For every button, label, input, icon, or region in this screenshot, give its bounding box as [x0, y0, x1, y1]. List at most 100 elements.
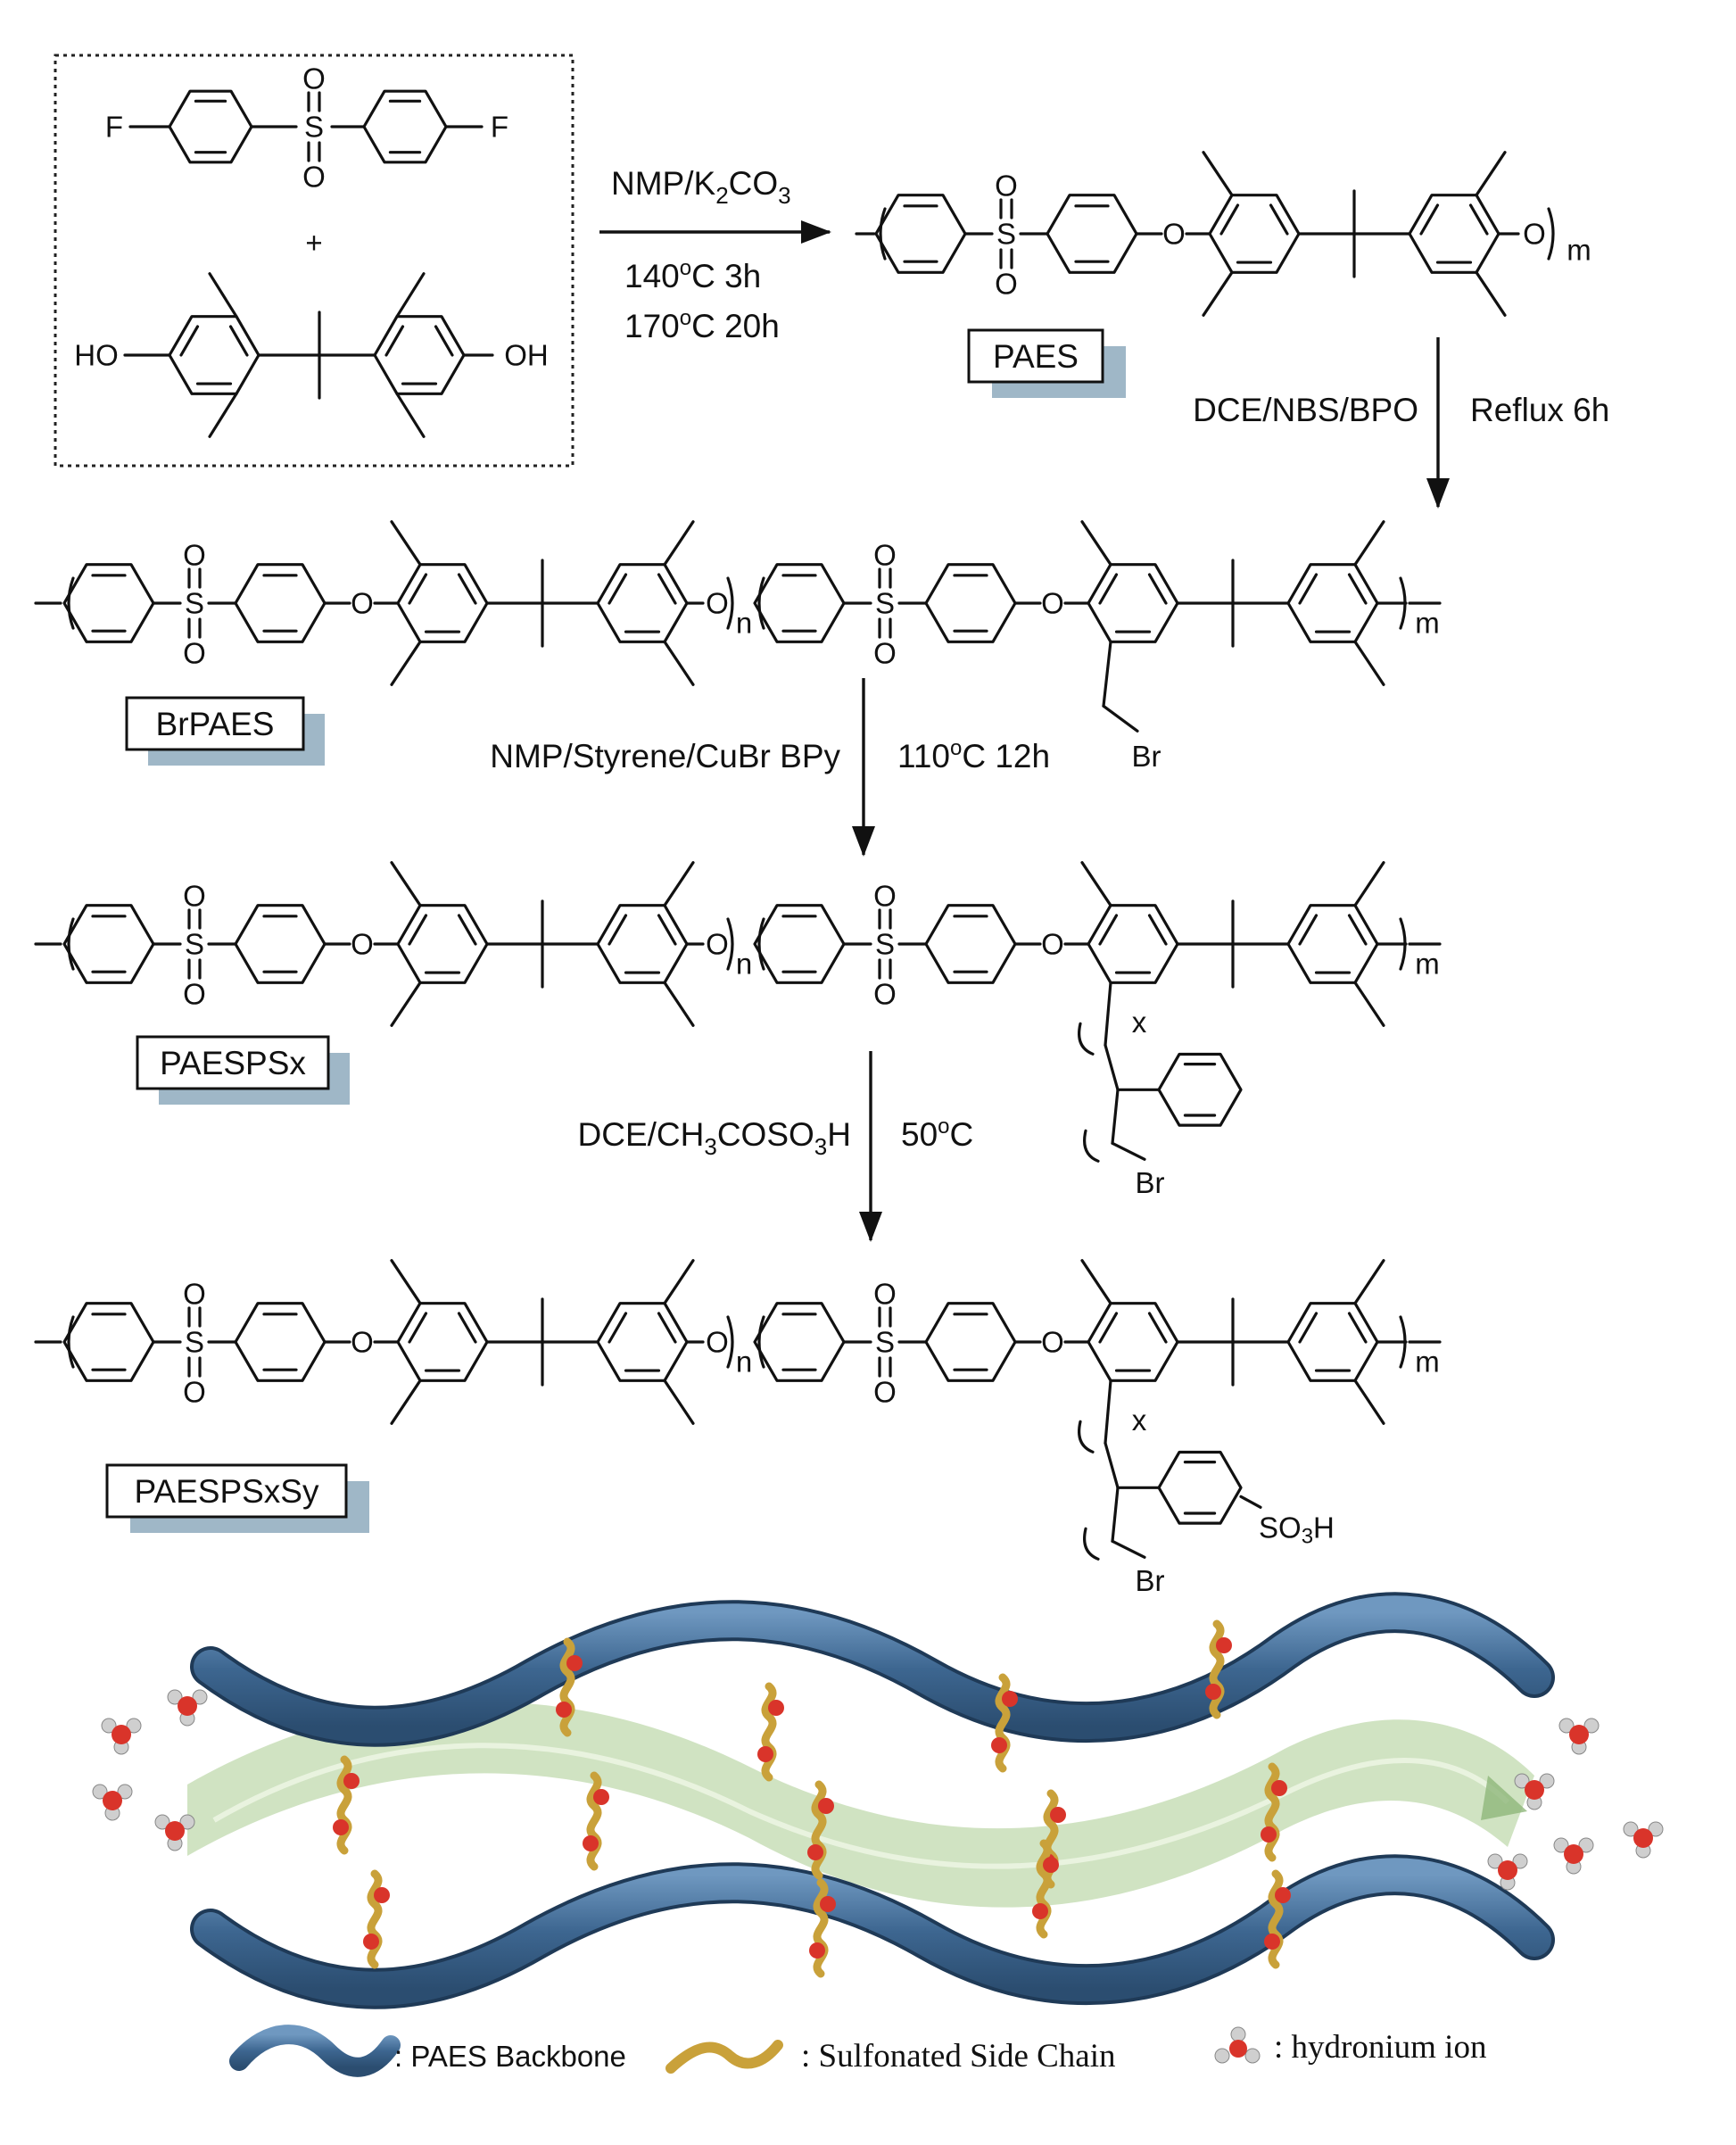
repeat-bracket — [67, 917, 75, 971]
hydrogen-atom — [1583, 1718, 1600, 1734]
bond-line — [608, 914, 628, 946]
bond-line — [395, 392, 426, 438]
sulfonate-group — [343, 1773, 360, 1789]
benzene-ring — [373, 315, 466, 395]
sulfonate-group — [1271, 1780, 1287, 1796]
hydrogen-atom — [1553, 1837, 1569, 1853]
oxygen-atom: O — [873, 539, 897, 572]
repeat-bracket — [1083, 1527, 1100, 1561]
bond-line — [408, 1312, 428, 1344]
subscript-n: n — [736, 948, 752, 981]
bond-line — [663, 861, 695, 907]
sulfonated-side-chain — [336, 1755, 352, 1855]
repeat-bracket — [67, 576, 75, 630]
sulfonate-group — [1043, 1857, 1059, 1873]
benzene-ring — [234, 904, 327, 984]
hydronium-ion — [1569, 1725, 1589, 1744]
step4-condition: 50oC — [901, 1114, 973, 1153]
bond-line — [408, 914, 428, 946]
bond-line — [1475, 151, 1507, 197]
legend-side-chain-label: : Sulfonated Side Chain — [801, 2038, 1116, 2075]
repeat-bracket — [726, 1315, 734, 1369]
legend-backbone-label: : PAES Backbone — [394, 2040, 626, 2073]
sulfonate-group — [1261, 1826, 1277, 1843]
benzene-ring — [1408, 194, 1500, 274]
benzene-ring — [1087, 904, 1179, 984]
benzene-ring — [1087, 1302, 1179, 1382]
oxygen-atom: O — [183, 637, 206, 670]
sulfonate-group — [1050, 1807, 1066, 1823]
benzene-ring — [168, 315, 260, 395]
oxygen-atom: O — [302, 161, 326, 194]
bond-line — [1098, 914, 1119, 946]
oxygen-atom: O — [183, 1278, 206, 1311]
oxygen-atom: O — [873, 978, 897, 1011]
bond-line — [1353, 520, 1385, 567]
step2-reagent: DCE/NBS/BPO — [1193, 392, 1418, 428]
bond-line — [608, 1312, 628, 1344]
bond-line — [1098, 573, 1119, 605]
paes-label: PAES — [993, 338, 1079, 375]
bond-line — [1298, 914, 1319, 946]
sulfonated-side-chain — [1264, 1762, 1280, 1862]
ether-oxygen: O — [351, 587, 374, 620]
sulfur-atom: S — [996, 218, 1016, 251]
hydrogen-atom — [92, 1784, 108, 1800]
repeat-bracket — [757, 576, 765, 630]
bond-line — [1219, 203, 1240, 236]
oxygen-atom: O — [183, 1376, 206, 1409]
brpaes-label-box — [125, 696, 305, 751]
ether-oxygen: O — [1162, 218, 1186, 251]
hydrogen-atom — [101, 1718, 117, 1734]
bond-line — [663, 1259, 695, 1305]
bond-line — [208, 392, 238, 438]
hydronium-ion — [103, 1791, 122, 1810]
bond-line — [1080, 520, 1112, 567]
repeat-bracket — [1083, 1129, 1100, 1163]
subscript-m: m — [1415, 607, 1440, 640]
benzene-ring — [1087, 563, 1179, 643]
benzene-ring — [62, 904, 155, 984]
sulfur-atom: S — [875, 1326, 895, 1359]
benzene-ring — [753, 904, 846, 984]
bond-line — [1347, 914, 1368, 946]
subscript-m: m — [1415, 1346, 1440, 1379]
sulfonate-group — [333, 1819, 349, 1835]
benzene-ring — [396, 904, 489, 984]
sulfonate-group — [1275, 1887, 1291, 1903]
benzene-ring — [1046, 194, 1138, 274]
oxygen-atom: O — [183, 880, 206, 913]
bond-line — [1353, 1259, 1385, 1305]
bond-line — [1269, 203, 1289, 236]
repeat-bracket — [1078, 1420, 1095, 1453]
hydrogen-atom — [1514, 1773, 1530, 1789]
bond-line — [457, 573, 477, 605]
sulfonate-group — [768, 1700, 784, 1716]
sulfonate-group — [1032, 1903, 1048, 1919]
benzene-ring — [1286, 1302, 1379, 1382]
subscript-m: m — [1567, 234, 1591, 267]
subscript-x: x — [1132, 1404, 1147, 1437]
step1-reagent: NMP/K2CO3 — [611, 165, 791, 209]
benzene-ring — [924, 1302, 1017, 1382]
legend-side-chain-icon — [665, 2040, 783, 2074]
hydronium-ion — [165, 1821, 185, 1841]
oxygen-atom: O — [183, 539, 206, 572]
benzene-ring — [1157, 1052, 1243, 1127]
paespsxsy-label-box — [105, 1463, 348, 1519]
bond-line — [457, 914, 477, 946]
step1-condition-2: 170oC 20h — [624, 306, 780, 344]
hydrogen-atom — [1558, 1718, 1575, 1734]
bond-line — [457, 1312, 477, 1344]
benzene-ring — [924, 904, 1017, 984]
sulfonated-side-chain — [1036, 1839, 1052, 1939]
legend-ion-label: : hydronium ion — [1274, 2029, 1486, 2066]
step1-condition-1: 140oC 3h — [624, 256, 761, 294]
sulfonated-side-chain — [761, 1682, 777, 1782]
fluorine-atom: F — [491, 111, 508, 144]
legend: : PAES Backbone : Sulfonated Side Chain … — [229, 2025, 1486, 2077]
bromine-atom: Br — [1132, 740, 1161, 773]
sulfonate-group — [818, 1798, 834, 1814]
benzene-ring — [924, 563, 1017, 643]
subscript-n: n — [736, 607, 752, 640]
